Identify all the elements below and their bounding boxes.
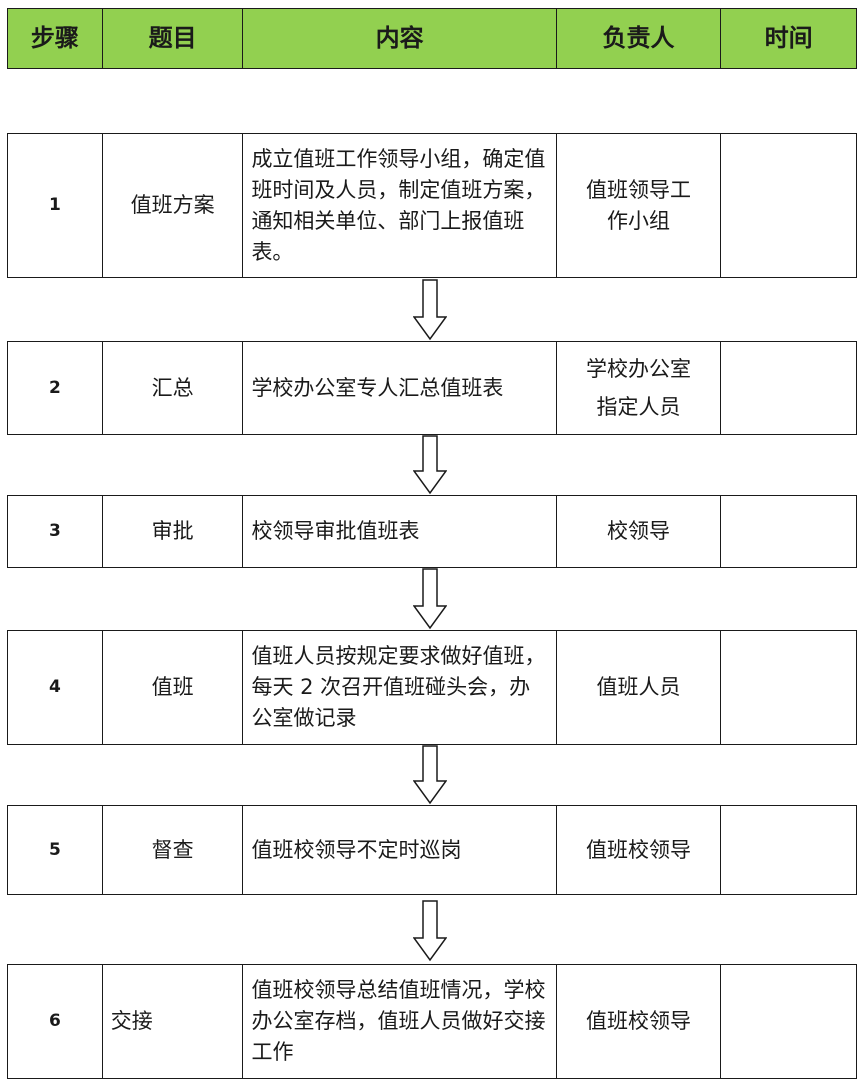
step-owner: 学校办公室指定人员 xyxy=(557,342,722,434)
step-time xyxy=(721,496,856,567)
step-row-1: 1 值班方案 成立值班工作领导小组，确定值班时间及人员，制定值班方案，通知相关单… xyxy=(7,133,857,278)
step-number: 3 xyxy=(8,496,103,567)
step-number: 6 xyxy=(8,965,103,1078)
step-number: 1 xyxy=(8,134,103,277)
step-owner: 值班校领导 xyxy=(557,806,722,894)
table-header: 步骤 题目 内容 负责人 时间 xyxy=(7,8,857,69)
header-owner: 负责人 xyxy=(557,9,722,68)
header-time: 时间 xyxy=(764,24,813,52)
step-time xyxy=(721,134,856,277)
step-row-3: 3 审批 校领导审批值班表 校领导 xyxy=(7,495,857,568)
step-content: 成立值班工作领导小组，确定值班时间及人员，制定值班方案，通知相关单位、部门上报值… xyxy=(243,134,557,277)
step-content: 校领导审批值班表 xyxy=(243,496,557,567)
step-row-6: 6 交接 值班校领导总结值班情况，学校办公室存档，值班人员做好交接工作 值班校领… xyxy=(7,964,857,1079)
step-topic: 值班方案 xyxy=(103,134,244,277)
step-content: 值班校领导不定时巡岗 xyxy=(243,806,557,894)
step-topic: 值班 xyxy=(103,631,244,744)
step-content: 值班校领导总结值班情况，学校办公室存档，值班人员做好交接工作 xyxy=(243,965,557,1078)
step-row-4: 4 值班 值班人员按规定要求做好值班，每天 2 次召开值班碰头会，办公室做记录 … xyxy=(7,630,857,745)
step-time xyxy=(721,631,856,744)
header-step: 步骤 xyxy=(8,9,103,68)
step-topic: 交接 xyxy=(103,965,244,1078)
step-row-5: 5 督查 值班校领导不定时巡岗 值班校领导 xyxy=(7,805,857,895)
step-number: 4 xyxy=(8,631,103,744)
step-owner: 值班校领导 xyxy=(557,965,722,1078)
down-arrow-icon xyxy=(413,568,447,630)
step-topic: 督查 xyxy=(103,806,244,894)
down-arrow-icon xyxy=(413,745,447,805)
step-owner: 值班人员 xyxy=(557,631,722,744)
down-arrow-icon xyxy=(413,435,447,495)
step-number: 2 xyxy=(8,342,103,434)
step-content: 学校办公室专人汇总值班表 xyxy=(243,342,557,434)
step-time xyxy=(721,806,856,894)
step-number: 5 xyxy=(8,806,103,894)
down-arrow-icon xyxy=(413,279,447,341)
header-topic: 题目 xyxy=(103,9,244,68)
step-content: 值班人员按规定要求做好值班，每天 2 次召开值班碰头会，办公室做记录 xyxy=(243,631,557,744)
step-time xyxy=(721,342,856,434)
step-time xyxy=(721,965,856,1078)
step-topic: 汇总 xyxy=(103,342,244,434)
step-owner: 校领导 xyxy=(557,496,722,567)
step-row-2: 2 汇总 学校办公室专人汇总值班表 学校办公室指定人员 xyxy=(7,341,857,435)
header-content: 内容 xyxy=(243,9,557,68)
step-owner: 值班领导工作小组 xyxy=(557,134,722,277)
step-topic: 审批 xyxy=(103,496,244,567)
down-arrow-icon xyxy=(413,900,447,962)
